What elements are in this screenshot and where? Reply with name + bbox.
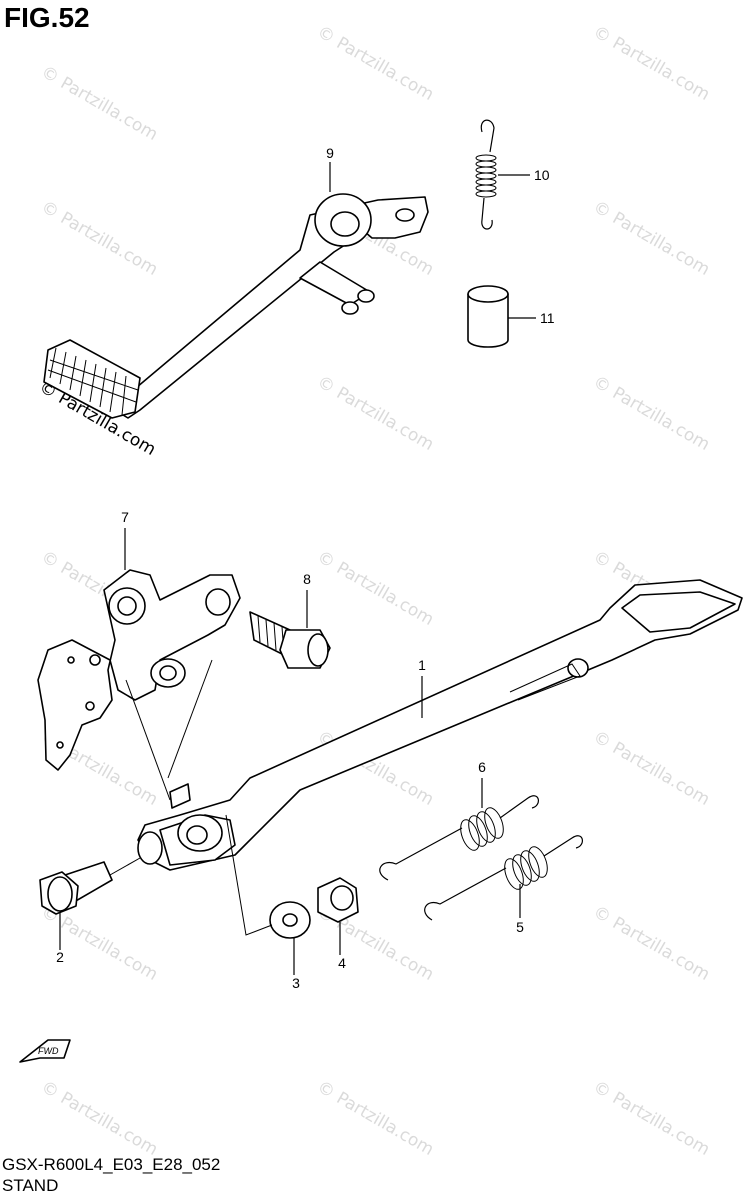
- watermark-text: © Partzilla.com: [590, 902, 714, 985]
- watermark-text: © Partzilla.com: [314, 372, 438, 455]
- callout-7: 7: [121, 509, 129, 525]
- callout-8: 8: [303, 571, 311, 587]
- part-9-pedal: [43, 162, 429, 419]
- part-4-nut: [317, 877, 359, 955]
- part-7-bracket: [37, 528, 241, 771]
- watermark-text: © Partzilla.com: [314, 1077, 438, 1160]
- callout-6: 6: [478, 759, 486, 775]
- section-name: STAND: [2, 1176, 59, 1195]
- assembly-lines: [109, 659, 273, 936]
- fwd-arrow-icon: FWD: [19, 1039, 71, 1063]
- part-10-spring: [475, 119, 530, 230]
- watermark-text: © Partzilla.com: [38, 1077, 162, 1160]
- callout-5: 5: [516, 919, 524, 935]
- figure-title: FIG.52: [4, 2, 90, 33]
- watermark-text: © Partzilla.com: [590, 197, 714, 280]
- watermark-text: © Partzilla.com: [590, 1077, 714, 1160]
- part-6-spring: [379, 778, 539, 881]
- part-1-side-stand: [137, 579, 743, 871]
- watermark-text: © Partzilla.com: [314, 22, 438, 105]
- part-11-collar: [467, 285, 536, 348]
- callout-2: 2: [56, 949, 64, 965]
- callout-11: 11: [540, 310, 555, 326]
- watermark-text: © Partzilla.com: [314, 547, 438, 630]
- part-3-washer: [269, 901, 311, 975]
- watermark-text: © Partzilla.com: [590, 372, 714, 455]
- fwd-label: FWD: [38, 1046, 59, 1056]
- callout-10: 10: [534, 167, 550, 183]
- watermark-text: © Partzilla.com: [590, 727, 714, 810]
- watermark-text: © Partzilla.com: [38, 197, 162, 280]
- watermark-text: © Partzilla.com: [38, 62, 162, 145]
- part-8-bolt: [249, 590, 331, 669]
- callout-4: 4: [338, 955, 346, 971]
- callout-3: 3: [292, 975, 300, 991]
- figure-code: GSX-R600L4_E03_E28_052: [2, 1155, 221, 1174]
- part-2-pivot-bolt: [39, 861, 113, 950]
- callout-1: 1: [418, 657, 426, 673]
- part-5-spring: [424, 835, 583, 921]
- watermark-text: © Partzilla.com: [590, 22, 714, 105]
- callout-9: 9: [326, 145, 334, 161]
